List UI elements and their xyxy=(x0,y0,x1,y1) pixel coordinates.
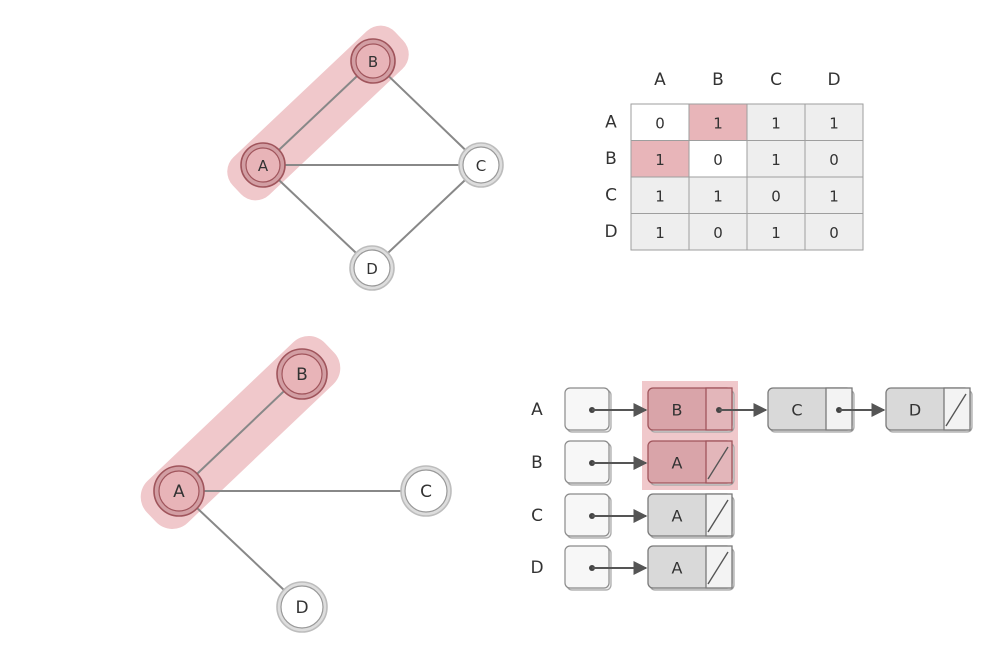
node-D: D xyxy=(276,581,328,633)
matrix-row-header-B: B xyxy=(605,149,617,169)
null-pointer-slash xyxy=(707,446,729,480)
null-pointer-slash xyxy=(945,393,967,427)
matrix-row-header-C: C xyxy=(605,185,617,205)
matrix-col-header-B: B xyxy=(712,70,724,90)
edge-A-D xyxy=(178,490,303,608)
list-node-label: A xyxy=(672,507,683,526)
node-inner xyxy=(280,585,324,629)
node-inner xyxy=(353,249,391,287)
node-A: A xyxy=(153,465,205,517)
list-row-label-D: D xyxy=(530,558,543,578)
undirected-graph-2: A B C D xyxy=(140,336,452,633)
matrix-cell-3-1 xyxy=(688,213,748,251)
edge-A-B xyxy=(262,60,374,166)
list-node-label: C xyxy=(791,401,802,420)
matrix-cell-value: 1 xyxy=(655,224,665,242)
matrix-cell-value: 1 xyxy=(771,114,781,132)
null-pointer-slash xyxy=(707,499,729,533)
matrix-row-header-A: A xyxy=(605,112,617,132)
matrix-col-header-A: A xyxy=(654,70,666,90)
matrix-cell-value: 0 xyxy=(713,151,723,169)
edge-A-D xyxy=(262,164,373,269)
list-node-D-A: A xyxy=(647,545,735,591)
node-label: B xyxy=(368,53,378,71)
matrix-cell-value: 0 xyxy=(829,224,839,242)
matrix-cell-value: 0 xyxy=(713,224,723,242)
node-label: A xyxy=(258,157,269,175)
matrix-cell-value: 0 xyxy=(655,114,665,132)
matrix-cell-value: 1 xyxy=(655,187,665,205)
node-C: C xyxy=(458,142,504,188)
node-B: B xyxy=(350,38,396,84)
matrix-cell-value: 1 xyxy=(655,151,665,169)
node-B: B xyxy=(276,348,328,400)
list-node-A-C: C xyxy=(767,387,886,433)
matrix-col-header-D: D xyxy=(827,70,840,90)
edge-A-B xyxy=(178,373,303,492)
node-inner xyxy=(158,470,200,512)
node-label: C xyxy=(476,157,486,175)
matrix-cell-3-0 xyxy=(630,213,690,251)
matrix-cell-value: 1 xyxy=(713,187,723,205)
matrix-cell-1-1 xyxy=(688,140,748,178)
node-inner xyxy=(245,147,281,183)
matrix-cell-1-0 xyxy=(630,140,690,178)
matrix-cell-3-3 xyxy=(804,213,864,251)
list-node-label: D xyxy=(909,401,921,420)
node-label: B xyxy=(296,365,308,385)
matrix-cell-value: 1 xyxy=(771,151,781,169)
list-node-label: A xyxy=(672,454,683,473)
edge-B-C xyxy=(372,60,482,166)
list-node-A-D: D xyxy=(885,387,973,433)
list-node-label: A xyxy=(672,559,683,578)
adjacency-list: A B C D B A C A D A xyxy=(530,381,973,591)
list-row-label-C: C xyxy=(531,506,543,526)
node-C: C xyxy=(400,465,452,517)
node-A: A xyxy=(240,142,286,188)
node-label: C xyxy=(420,482,432,502)
node-inner xyxy=(404,469,448,513)
node-D: D xyxy=(349,245,395,291)
list-node-C-A: A xyxy=(647,493,735,539)
null-pointer-slash xyxy=(707,551,729,585)
matrix-cell-0-2 xyxy=(746,103,806,141)
matrix-cell-3-2 xyxy=(746,213,806,251)
matrix-cell-value: 0 xyxy=(771,187,781,205)
matrix-cell-value: 1 xyxy=(829,114,839,132)
list-node-B-A: A xyxy=(647,440,735,486)
node-label: A xyxy=(173,482,185,502)
node-inner xyxy=(281,353,323,395)
matrix-cell-0-3 xyxy=(804,103,864,141)
matrix-col-header-C: C xyxy=(770,70,782,90)
matrix-cell-1-3 xyxy=(804,140,864,178)
edge-C-D xyxy=(371,164,482,269)
undirected-graph-1: A B C D xyxy=(227,25,504,291)
matrix-cell-value: 1 xyxy=(713,114,723,132)
node-inner xyxy=(462,146,500,184)
matrix-cell-value: 1 xyxy=(829,187,839,205)
node-label: D xyxy=(295,598,308,618)
node-inner xyxy=(355,43,391,79)
node-label: D xyxy=(366,260,378,278)
list-node-A-B: B xyxy=(647,387,768,433)
matrix-row-header-D: D xyxy=(604,222,617,242)
list-row-label-A: A xyxy=(531,400,543,420)
matrix-cell-value: 1 xyxy=(771,224,781,242)
matrix-cell-2-3 xyxy=(804,176,864,214)
matrix-cell-value: 0 xyxy=(829,151,839,169)
list-node-label: B xyxy=(672,401,683,420)
list-row-label-B: B xyxy=(531,453,543,473)
